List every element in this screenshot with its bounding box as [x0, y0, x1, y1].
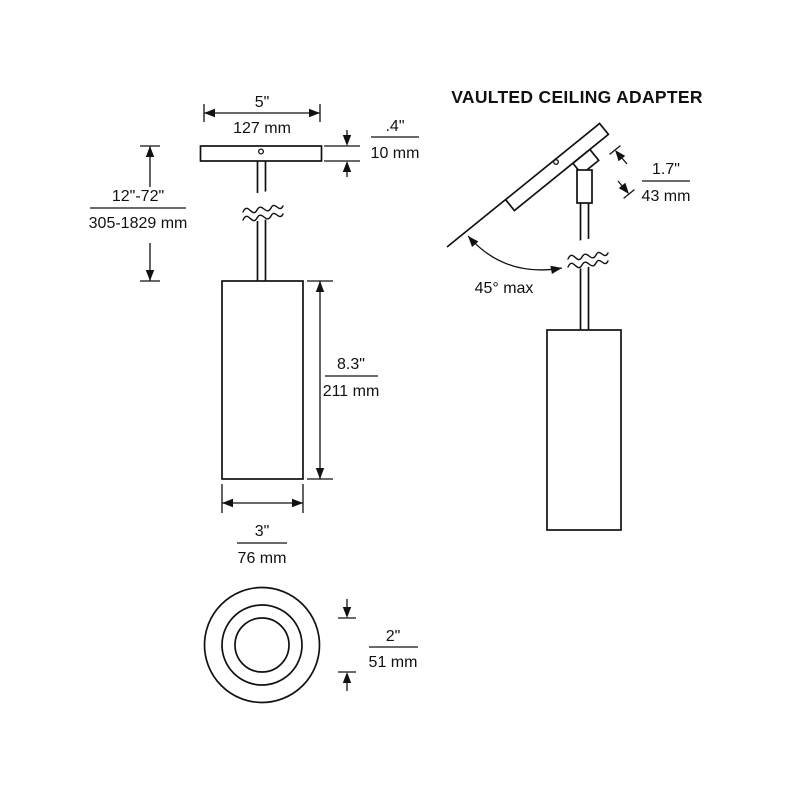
arrowhead: [618, 182, 629, 194]
dim-mm-label: 43 mm: [642, 188, 691, 205]
dim-inches-label: .4": [385, 118, 404, 135]
stem-break-mask: [566, 235, 610, 271]
dim-body-height: 8.3" 211 mm: [307, 280, 380, 480]
pendant-front-view: [199, 145, 323, 480]
arrowhead: [342, 607, 352, 618]
arrowhead: [342, 672, 352, 683]
adapter-canopy-screw: [553, 159, 559, 165]
stem-break-squiggle: [567, 259, 609, 269]
adapter-cylinder-body: [546, 329, 622, 531]
arrowhead: [342, 135, 352, 146]
dim-inches-label: 8.3": [337, 356, 365, 373]
dim-mm-label: 127 mm: [233, 120, 291, 137]
cylinder-body: [221, 280, 304, 480]
arrowhead: [292, 498, 303, 508]
arrowhead: [222, 498, 233, 508]
dim-inches-label: 2": [386, 628, 401, 645]
dim-mm-label: 76 mm: [238, 550, 287, 567]
dim-canopy-thickness: .4" 10 mm: [324, 118, 419, 177]
arrowhead: [315, 468, 325, 479]
dim-mm-label: 10 mm: [371, 145, 420, 162]
arrowhead: [468, 236, 479, 248]
dim-aperture: 2" 51 mm: [338, 599, 418, 691]
arrowhead: [204, 108, 215, 118]
arrowhead: [315, 281, 325, 292]
stem-break-squiggle: [242, 204, 284, 214]
ceiling-line: [446, 199, 506, 248]
arrowhead: [342, 161, 352, 172]
arrowhead: [550, 265, 562, 275]
canopy-screw: [257, 148, 265, 155]
stem-break-squiggle: [242, 212, 284, 222]
aperture-circle: [234, 617, 290, 673]
pendant-bottom-view: [203, 586, 321, 704]
vaulted-adapter-view: VAULTED CEILING ADAPTER: [446, 87, 703, 531]
diagram-title: VAULTED CEILING ADAPTER: [451, 87, 703, 107]
dim-inches-label: 12"-72": [112, 188, 164, 205]
stem-break-mask: [241, 188, 285, 224]
dim-inches-label: 3": [255, 523, 270, 540]
dim-mm-label: 211 mm: [323, 383, 380, 400]
angle-arc: [467, 235, 563, 271]
dim-mm-label: 305-1829 mm: [89, 215, 188, 232]
dim-adapter-offset: 1.7" 43 mm: [609, 145, 691, 205]
arrowhead: [145, 146, 155, 157]
stem-break-squiggle: [567, 251, 609, 261]
arrowhead: [615, 150, 626, 162]
dim-body-width: 3" 76 mm: [221, 484, 304, 567]
arrowhead: [309, 108, 320, 118]
dim-inches-label: 1.7": [652, 161, 680, 178]
swivel-collar: [576, 169, 593, 204]
angle-label: 45° max: [475, 280, 534, 297]
adapter-canopy: [504, 122, 610, 212]
dim-mm-label: 51 mm: [369, 654, 418, 671]
dim-canopy-width: 5" 127 mm: [203, 94, 321, 137]
dim-suspension-length: 12"-72" 305-1829 mm: [89, 145, 188, 282]
dim-inches-label: 5": [255, 94, 270, 111]
arrowhead: [145, 270, 155, 281]
angle-annotation: 45° max: [467, 235, 563, 297]
